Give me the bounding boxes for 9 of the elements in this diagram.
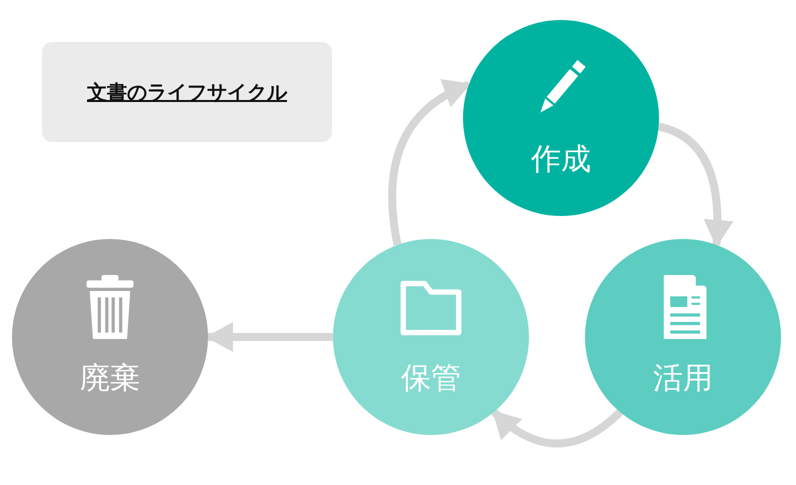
cycle-arrow — [491, 409, 623, 448]
cycle-arrow — [206, 322, 333, 352]
cycle-arrow — [658, 122, 733, 248]
stage-label: 廃棄 — [79, 361, 141, 397]
stage-label: 活用 — [652, 361, 714, 397]
stage-label: 保管 — [400, 361, 462, 397]
cycle-arrow — [388, 80, 472, 246]
diagram-title: 文書のライフサイクル — [87, 78, 287, 106]
stage-label: 作成 — [530, 142, 592, 178]
